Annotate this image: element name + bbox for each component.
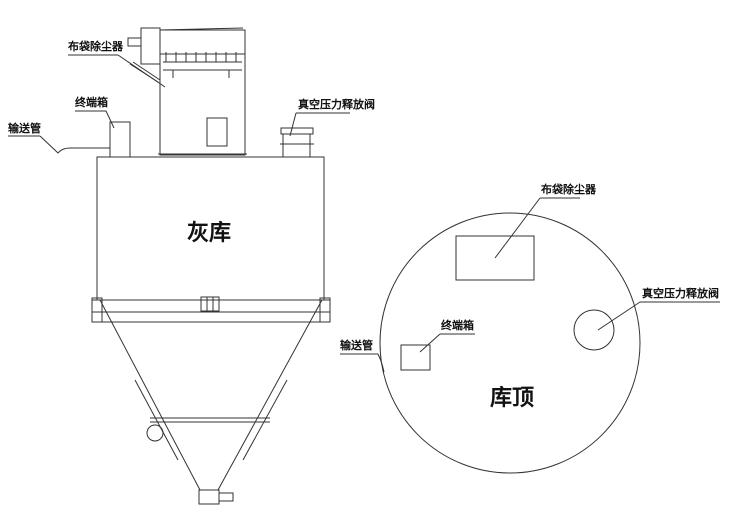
top-label-terminal-box: 终端箱	[441, 318, 474, 332]
discharge-outlet	[198, 489, 220, 505]
bag-filter-footprint	[455, 235, 535, 281]
top-view-title: 库顶	[490, 386, 534, 411]
silo-side-view: 布袋除尘器 终端箱 输送管 真空压力释放阀 灰库	[8, 27, 375, 505]
filter-nozzles	[165, 52, 237, 62]
silo-roof-circle	[379, 212, 641, 474]
fan-box	[140, 27, 161, 65]
terminal-box	[109, 121, 131, 158]
label-conveying-pipe: 输送管	[8, 121, 41, 135]
top-label-vacuum-valve: 真空压力释放阀	[642, 286, 719, 300]
silo-top-view: 布袋除尘器 真空压力释放阀 终端箱 输送管 库顶	[340, 182, 720, 474]
silo-cone	[99, 299, 323, 505]
side-view-title: 灰库	[187, 220, 231, 246]
vacuum-valve	[282, 133, 311, 158]
vacuum-valve-footprint	[573, 309, 615, 351]
access-door	[206, 117, 228, 147]
label-bag-filter: 布袋除尘器	[68, 39, 124, 53]
top-label-bag-filter: 布袋除尘器	[541, 182, 597, 196]
label-terminal-box: 终端箱	[75, 95, 108, 109]
terminal-box-footprint	[400, 344, 431, 371]
label-vacuum-valve: 真空压力释放阀	[298, 97, 375, 111]
bag-filter-housing	[159, 29, 246, 156]
top-label-conveying-pipe: 输送管	[340, 338, 373, 352]
